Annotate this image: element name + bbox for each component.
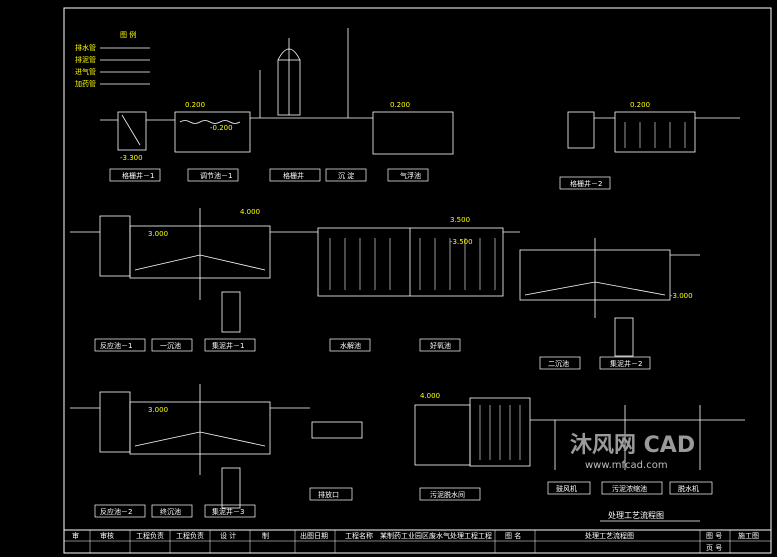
legend-item-air: 进气管 — [75, 67, 96, 76]
tank-label: 调节池－1 — [200, 171, 232, 180]
tank-label: 反应池－1 — [100, 341, 132, 350]
level-label: -3.300 — [120, 154, 143, 162]
title-block: 审 审核 工程负责 工程负责 设 计 制 出图日期 工程名称 某制药工业园区废水… — [63, 529, 772, 554]
tb-cell: 设 计 — [220, 531, 236, 540]
tb-page-label: 页 号 — [706, 544, 722, 552]
tank-label: 格栅井 — [283, 171, 304, 180]
tank-label: 脱水机 — [678, 484, 699, 493]
level-label: 0.200 — [630, 101, 650, 109]
tb-project-name: 某制药工业园区废水气处理工程工程 — [380, 531, 492, 540]
row2-diffusers — [329, 238, 496, 290]
tb-cell: 出图日期 — [300, 531, 328, 540]
level-label: 3.000 — [148, 406, 168, 414]
tank-label: 一沉池 — [160, 341, 181, 350]
tb-cell: 审核 — [100, 531, 114, 540]
diagram-title: 处理工艺流程图 — [608, 510, 664, 520]
tb-num: 施工图 — [738, 531, 759, 540]
row1-process — [100, 28, 740, 155]
tb-cell: 工程负责 — [176, 531, 204, 540]
tank-label: 污泥浓缩池 — [612, 484, 647, 493]
tank-label: 格栅井－2 — [570, 179, 602, 188]
legend: 图 例 排水管 排泥管 进气管 加药管 — [75, 30, 150, 88]
tank-label: 污泥脱水间 — [430, 490, 465, 499]
row2-process — [70, 208, 700, 357]
tank-label: 二沉池 — [548, 359, 569, 368]
tank-label: 终沉池 — [160, 507, 181, 516]
row2-labels: 反应池－1 一沉池 集泥井－1 水解池 好氧池 二沉池 集泥井－2 3.000 … — [100, 208, 693, 368]
level-label: 3.000 — [148, 230, 168, 238]
watermark-brand: 沐风网 CAD — [570, 433, 695, 458]
row1-aeration-grid — [624, 122, 686, 148]
tb-drawing-name: 处理工艺流程图 — [585, 531, 634, 540]
row3-frame-press — [479, 405, 521, 460]
tank-label: 鼓风机 — [556, 484, 577, 493]
tank-label: 沉 淀 — [338, 171, 354, 180]
legend-item-sludge: 排泥管 — [75, 55, 96, 64]
level-label: 0.200 — [390, 101, 410, 109]
watermark-url: www.mfcad.com — [585, 460, 668, 471]
legend-item-drain: 排水管 — [75, 43, 96, 52]
tb-cell: 审 — [72, 531, 79, 540]
tank-label: 水解池 — [340, 341, 361, 350]
tb-project-label: 工程名称 — [345, 531, 373, 540]
level-label: 4.000 — [420, 392, 440, 400]
tank-label: 集泥井－1 — [212, 341, 244, 350]
tank-label: 集泥井－2 — [610, 359, 642, 368]
level-label: -0.200 — [210, 124, 233, 132]
row1-labels: 格栅井－1 调节池－1 格栅井 沉 淀 气浮池 格栅井－2 0.200 -0.2… — [120, 101, 650, 188]
tb-cell: 制 — [262, 531, 269, 540]
row1-label-boxes — [109, 168, 611, 190]
tb-num-label: 图 号 — [706, 532, 722, 540]
level-label: 3.500 — [450, 216, 470, 224]
tank-label: 气浮池 — [400, 171, 421, 180]
row3-process — [70, 384, 745, 509]
row3-label-boxes — [94, 481, 713, 518]
row2-label-boxes — [94, 338, 651, 370]
tank-label: 反应池－2 — [100, 507, 132, 516]
tank-label: 格栅井－1 — [122, 171, 154, 180]
level-label: -3.000 — [670, 292, 693, 300]
level-label: 0.200 — [185, 101, 205, 109]
level-label: -3.500 — [450, 238, 473, 246]
tb-drawing-label: 图 名 — [505, 531, 521, 540]
row3-labels: 反应池－2 终沉池 集泥井－3 排放口 污泥脱水间 鼓风机 污泥浓缩池 脱水机 … — [100, 392, 699, 516]
level-label: 4.000 — [240, 208, 260, 216]
tank-label: 排放口 — [318, 490, 339, 499]
legend-item-dosing: 加药管 — [75, 79, 96, 88]
tank-label: 好氧池 — [430, 341, 451, 350]
tank-label: 集泥井－3 — [212, 507, 244, 516]
legend-title: 图 例 — [120, 30, 136, 39]
tb-cell: 工程负责 — [136, 531, 164, 540]
